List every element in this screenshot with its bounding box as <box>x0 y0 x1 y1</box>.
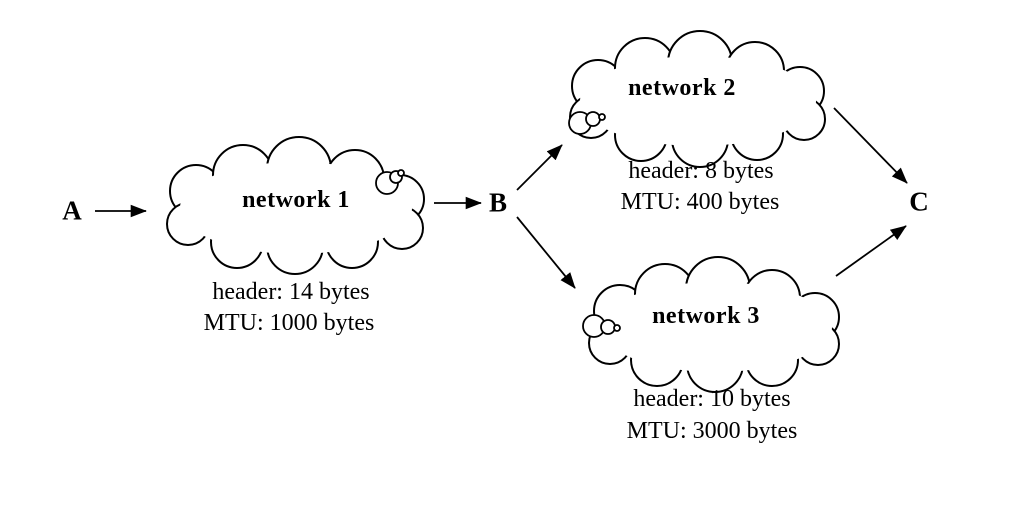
arrow-b-to-network2 <box>516 144 563 191</box>
network-3-cloud <box>582 256 840 393</box>
network-2-cloud <box>568 30 826 168</box>
network-1-mtu-label: MTU: 1000 bytes <box>203 310 375 336</box>
network-3-mtu-label: MTU: 3000 bytes <box>626 418 798 444</box>
node-b-label: B <box>488 187 508 218</box>
network-1-cloud <box>166 136 425 275</box>
node-a-label: A <box>62 195 82 226</box>
arrow-network2-to-c <box>833 107 908 184</box>
network-2-mtu-label: MTU: 400 bytes <box>620 189 780 215</box>
network-3-name: network 3 <box>652 303 760 329</box>
network-3-header-label: header: 10 bytes <box>633 386 791 412</box>
node-c-label: C <box>909 186 929 217</box>
network-2-curl-icon <box>568 111 606 135</box>
network-3-curl-icon <box>582 314 621 338</box>
arrow-network3-to-c <box>835 225 907 277</box>
network-2-header-label: header: 8 bytes <box>628 158 774 184</box>
network-1-curl-icon <box>375 169 405 195</box>
arrow-b-to-network3 <box>516 216 576 289</box>
network-1-name: network 1 <box>242 187 350 213</box>
network-2-name: network 2 <box>628 75 736 101</box>
network-1-header-label: header: 14 bytes <box>212 279 370 305</box>
